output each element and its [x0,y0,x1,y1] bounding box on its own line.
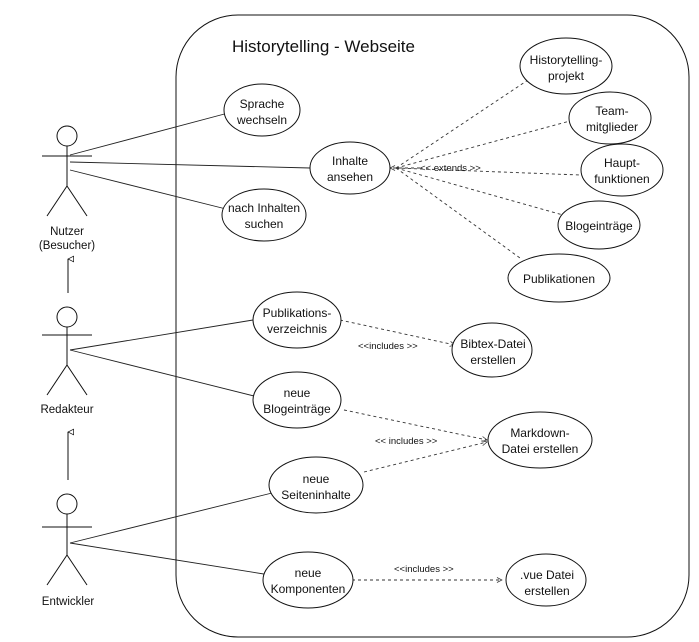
system-title: Historytelling - Webseite [232,37,415,56]
svg-text:Blogeinträge: Blogeinträge [565,219,633,233]
actor-nutzer: Nutzer (Besucher) [39,125,95,252]
svg-text:Seiteninhalte: Seiteninhalte [281,488,351,502]
usecase-neue-blogeintraege: neue Blogeinträge [252,371,342,429]
svg-text:mitglieder: mitglieder [586,120,638,134]
svg-text:Blogeinträge: Blogeinträge [263,402,331,416]
svg-text:projekt: projekt [548,69,585,83]
svg-text:suchen: suchen [245,217,284,231]
actor-entwickler: Entwickler [42,493,95,608]
usecase-neue-komponenten: neue Komponenten [262,551,354,609]
usecase-bibtex-datei-erstellen: Bibtex-Datei erstellen [451,322,533,378]
svg-text:.vue Datei: .vue Datei [520,568,574,582]
extends-label: << extends >> [420,163,481,174]
association-lines [69,111,311,576]
svg-text:Datei erstellen: Datei erstellen [502,442,579,456]
svg-text:Bibtex-Datei: Bibtex-Datei [460,337,525,351]
svg-text:neue: neue [295,566,322,580]
svg-text:Historytelling-: Historytelling- [530,53,603,67]
svg-text:Markdown-: Markdown- [510,426,569,440]
usecase-inhalte-ansehen: Inhalte ansehen [309,141,391,195]
actor-entwickler-label: Entwickler [42,596,95,608]
svg-text:ansehen: ansehen [327,170,373,184]
usecase-nach-inhalten-suchen: nach Inhalten suchen [221,188,307,242]
svg-text:nach Inhalten: nach Inhalten [228,201,300,215]
svg-text:erstellen: erstellen [470,353,515,367]
svg-text:wechseln: wechseln [236,113,287,127]
svg-text:neue: neue [303,472,330,486]
usecase-blogeintraege: Blogeinträge [557,200,641,250]
actor-nutzer-sublabel: (Besucher) [39,240,95,252]
system-boundary [175,14,690,638]
usecase-neue-seiteninhalte: neue Seiteninhalte [268,456,364,514]
svg-text:erstellen: erstellen [524,584,569,598]
svg-text:verzeichnis: verzeichnis [267,322,327,336]
usecase-sprache-wechseln: Sprache wechseln [223,83,301,137]
usecase-vue-datei-erstellen: .vue Datei erstellen [505,553,587,607]
actor-redakteur: Redakteur [40,306,94,416]
actor-redakteur-label: Redakteur [40,404,93,416]
usecase-publikationen: Publikationen [507,253,611,303]
usecase-teammitglieder: Team- mitglieder [568,91,652,145]
includes-label-vue: <<includes >> [394,564,454,575]
includes-label-markdown: << includes >> [375,436,438,447]
svg-text:Inhalte: Inhalte [332,154,368,168]
usecase-markdown-datei-erstellen: Markdown- Datei erstellen [487,411,593,469]
svg-text:Publikationen: Publikationen [523,272,595,286]
extends-lines [395,79,581,259]
svg-text:Komponenten: Komponenten [271,582,346,596]
svg-text:Haupt-: Haupt- [604,156,640,170]
svg-text:funktionen: funktionen [594,172,649,186]
svg-text:Publikations-: Publikations- [263,306,332,320]
svg-text:neue: neue [284,386,311,400]
svg-text:Sprache: Sprache [240,97,285,111]
actor-nutzer-label: Nutzer [50,226,84,238]
includes-arrow-markdown-blog [343,409,487,440]
usecase-publikationsverzeichnis: Publikations- verzeichnis [252,291,342,349]
usecase-historytelling-projekt: Historytelling- projekt [519,37,613,95]
includes-arrow-bibtex [339,319,455,345]
usecase-hauptfunktionen: Haupt- funktionen [580,143,664,197]
svg-text:Team-: Team- [595,104,628,118]
includes-label-bibtex: <<includes >> [358,341,418,352]
